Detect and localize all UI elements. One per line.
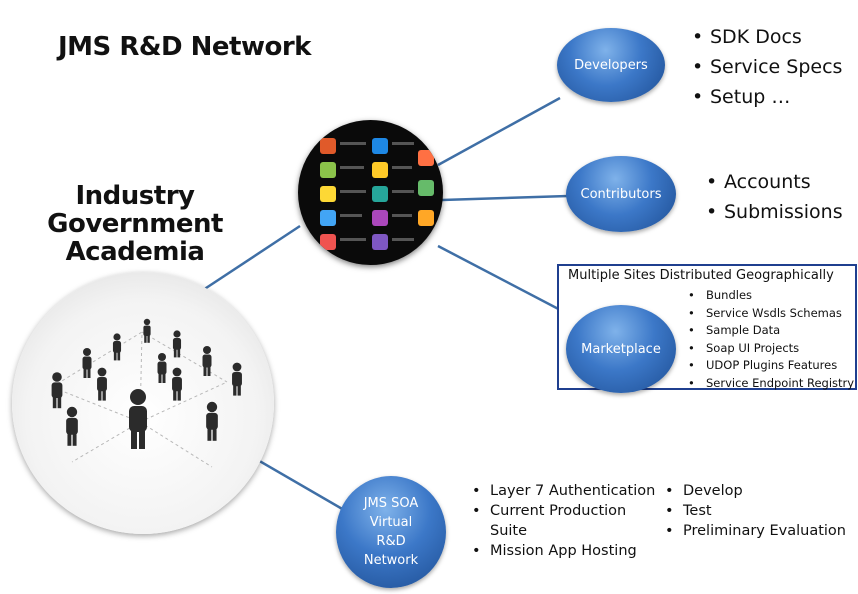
list-item: Current Production Suite — [470, 501, 660, 541]
people-network-image — [12, 272, 274, 534]
connector-people-soa — [243, 450, 345, 512]
person-figure — [129, 389, 147, 449]
soa-list-right: Develop Test Preliminary Evaluation — [663, 481, 846, 541]
list-item: Service Endpoint Registry — [686, 375, 854, 393]
page-title: JMS R&D Network — [58, 32, 311, 62]
connector-apps-developers — [437, 96, 561, 167]
connector-apps-contributors — [441, 194, 569, 202]
soa-node-line: R&D — [376, 534, 406, 549]
list-item: Mission App Hosting — [470, 541, 660, 561]
marketplace-list: Bundles Service Wsdls Schemas Sample Dat… — [686, 287, 854, 392]
audience-label: Industry Government Academia — [20, 182, 250, 266]
audience-academia: Academia — [65, 237, 205, 267]
marketplace-node-label: Marketplace — [581, 341, 661, 357]
marketplace-heading: Multiple Sites Distributed Geographicall… — [568, 268, 834, 283]
developers-node-label: Developers — [574, 57, 648, 73]
list-item: Submissions — [704, 197, 843, 227]
list-item: Setup … — [690, 82, 842, 112]
list-item: Develop — [663, 481, 846, 501]
list-item: Accounts — [704, 167, 843, 197]
list-item: Preliminary Evaluation — [663, 521, 846, 541]
app-icons-grid — [320, 138, 434, 250]
list-item: Sample Data — [686, 322, 854, 340]
list-item: Service Wsdls Schemas — [686, 305, 854, 323]
list-item: Service Specs — [690, 52, 842, 82]
marketplace-node: Marketplace — [566, 305, 676, 393]
developers-node: Developers — [557, 28, 665, 102]
audience-industry: Industry — [75, 181, 195, 211]
list-item: SDK Docs — [690, 22, 842, 52]
contributors-node: Contributors — [566, 156, 676, 232]
soa-list-left: Layer 7 Authentication Current Productio… — [470, 481, 660, 561]
soa-node-line: JMS SOA — [363, 496, 419, 511]
list-item: Layer 7 Authentication — [470, 481, 660, 501]
list-item: Soap UI Projects — [686, 340, 854, 358]
list-item: Test — [663, 501, 846, 521]
connector-people-apps — [199, 224, 301, 294]
soa-node-line: Network — [363, 553, 419, 568]
contributors-node-label: Contributors — [580, 186, 662, 202]
soa-node-line: Virtual — [369, 515, 413, 530]
contributors-list: Accounts Submissions — [704, 167, 843, 227]
app-store-image — [298, 120, 443, 265]
audience-government: Government — [47, 209, 223, 239]
connector-apps-marketplace — [437, 244, 569, 316]
list-item: UDOP Plugins Features — [686, 357, 854, 375]
developers-list: SDK Docs Service Specs Setup … — [690, 22, 842, 112]
list-item: Bundles — [686, 287, 854, 305]
soa-node: JMS SOA Virtual R&D Network — [336, 476, 446, 588]
